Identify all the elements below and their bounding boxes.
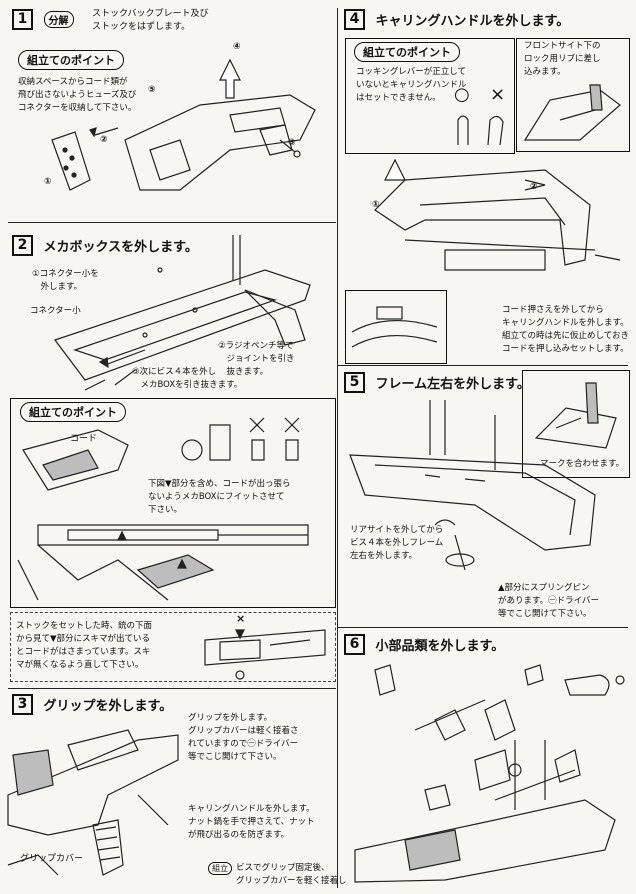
step-3-caption-1: グリップを外します。 グリップカバーは軽く接着さ れていますので㊀ドライバー 等… — [188, 713, 299, 762]
step-1-tag: 分解 — [43, 11, 74, 28]
step-4-number: 4 — [344, 9, 365, 30]
frame-diagram — [349, 400, 596, 571]
step-2-number: 2 — [12, 235, 33, 256]
step-2-caption-4: ③次にビス４本を外し メカBOXを引き抜きます。 — [132, 367, 243, 390]
step-2-heading: 2 メカボックスを外します。 — [12, 235, 198, 256]
stock-x-mark: × — [236, 612, 246, 625]
column-divider — [337, 8, 338, 888]
step-1-mark-2: ② — [100, 135, 108, 145]
step-1-mark-4: ④ — [233, 42, 241, 52]
step-2-title: メカボックスを外します。 — [43, 240, 198, 255]
step-1-point-label: 組立てのポイント — [18, 50, 124, 70]
step-1-number: 1 — [12, 9, 33, 30]
carrying-handle-diagram — [374, 158, 621, 271]
small-parts-diagram — [354, 664, 625, 883]
mechabox-diagram — [54, 235, 311, 391]
step-3-kumitate-tag: 組立 — [208, 862, 232, 875]
grip-cover-label: グリップカバー — [20, 854, 84, 864]
step-4-mark-1: ① — [372, 200, 380, 210]
stock-bottom-diagram — [204, 629, 326, 680]
front-sight-box — [516, 38, 630, 152]
step-4-mark-2: ② — [530, 182, 538, 192]
step-4-cord-text: コード押さえを外してから キャリングハンドルを外します。 組立ての時は先に仮止め… — [502, 305, 629, 354]
front-sight-text: フロントサイト下の ロック用リブに差し 込みます。 — [524, 41, 601, 77]
step-2-point-text: 下図▼部分を含め、コードが出っ張ら ないようメカBOXにフイットさせて 下さい。 — [148, 479, 291, 515]
step-1-mark-3: ③ — [288, 138, 296, 148]
wire-ok-ng-diagram — [181, 417, 300, 461]
step-2-caption-1: ①コネクター小を 外します。 — [32, 269, 99, 292]
step-5-spring-text: ▲部分にスプリングピン があります。㊀ドライバー 等でこじ開けて下さい。 — [498, 583, 599, 619]
step-6-title: 小部品類を外します。 — [375, 639, 505, 654]
step-2-code-label: コード — [70, 434, 98, 444]
mark-align-box — [522, 370, 630, 478]
step-2-point-label: 組立てのポイント — [20, 402, 126, 422]
rule-1 — [8, 222, 336, 223]
cocking-lever-diagram — [457, 115, 504, 146]
step-5-number: 5 — [344, 372, 365, 393]
rule-2 — [8, 688, 336, 689]
ok-mark: ○ — [454, 84, 470, 105]
step-1-point-text: 収納スペースからコード類が 飛び出さないようヒューズ及び コネクターを収納して下… — [18, 77, 137, 113]
mark-align-text: マークを合わせます。 — [540, 459, 625, 469]
step-1-title: ストックバックプレート及び ストックをはずします。 — [92, 9, 209, 32]
step-2-caption-2: コネクター小 — [30, 306, 81, 316]
stock-note-text: ストックをセットした時、銃の下面 から見て▼部分にスキマが出ている とコードがは… — [16, 621, 153, 670]
step-5-title: フレーム左右を外します。 — [375, 377, 530, 392]
step-2-point-box — [10, 398, 336, 608]
step-6-number: 6 — [344, 634, 365, 655]
step-6-heading: 6 小部品類を外します。 — [344, 634, 504, 655]
step-3-heading: 3 グリップを外します。 — [12, 694, 172, 715]
grip-diagram — [7, 729, 179, 876]
ng-mark: × — [490, 84, 506, 105]
rule-3 — [338, 365, 628, 366]
step-3-caption-2: キャリングハンドルを外します。 ナット鍋を手で押さえて、ナット が飛び出るのを防… — [188, 804, 315, 840]
step-5-rear-text: リアサイトを外してから ビス４本を外しフレーム 左右を外します。 — [350, 525, 444, 561]
step-4-point-text: コッキングレバーが正立して いないとキャリングハンドル はセットできません。 — [356, 67, 467, 103]
step-1-mark-5: ⑤ — [148, 85, 156, 95]
rule-4 — [338, 627, 628, 628]
stock-note-box — [10, 612, 336, 682]
mark-align-diagram — [534, 382, 617, 449]
front-sight-diagram — [523, 84, 621, 141]
step-3-caption-3: ビスでグリップ固定後、 グリップカバーを軽く接着し — [236, 863, 347, 886]
step-1-heading: 1 分解 — [12, 9, 79, 30]
step-3-number: 3 — [12, 694, 33, 715]
step-4-title: キャリングハンドルを外します。 — [375, 14, 570, 29]
step-4-heading: 4 キャリングハンドルを外します。 — [344, 9, 569, 30]
step-2-caption-3: ②ラジオペンチ等で ジョイントを引き 抜きます。 — [218, 341, 295, 377]
step-4-point-label: 組立てのポイント — [354, 42, 460, 62]
stock-diagram — [51, 58, 316, 191]
mechabox-point-diagram — [17, 429, 309, 601]
step-3-title: グリップを外します。 — [43, 699, 173, 714]
cord-detail-diagram — [351, 306, 438, 348]
cord-detail-box — [345, 290, 447, 364]
step-1-mark-1: ① — [44, 177, 52, 187]
step-4-point-box — [345, 38, 515, 154]
step-5-heading: 5 フレーム左右を外します。 — [344, 372, 530, 393]
